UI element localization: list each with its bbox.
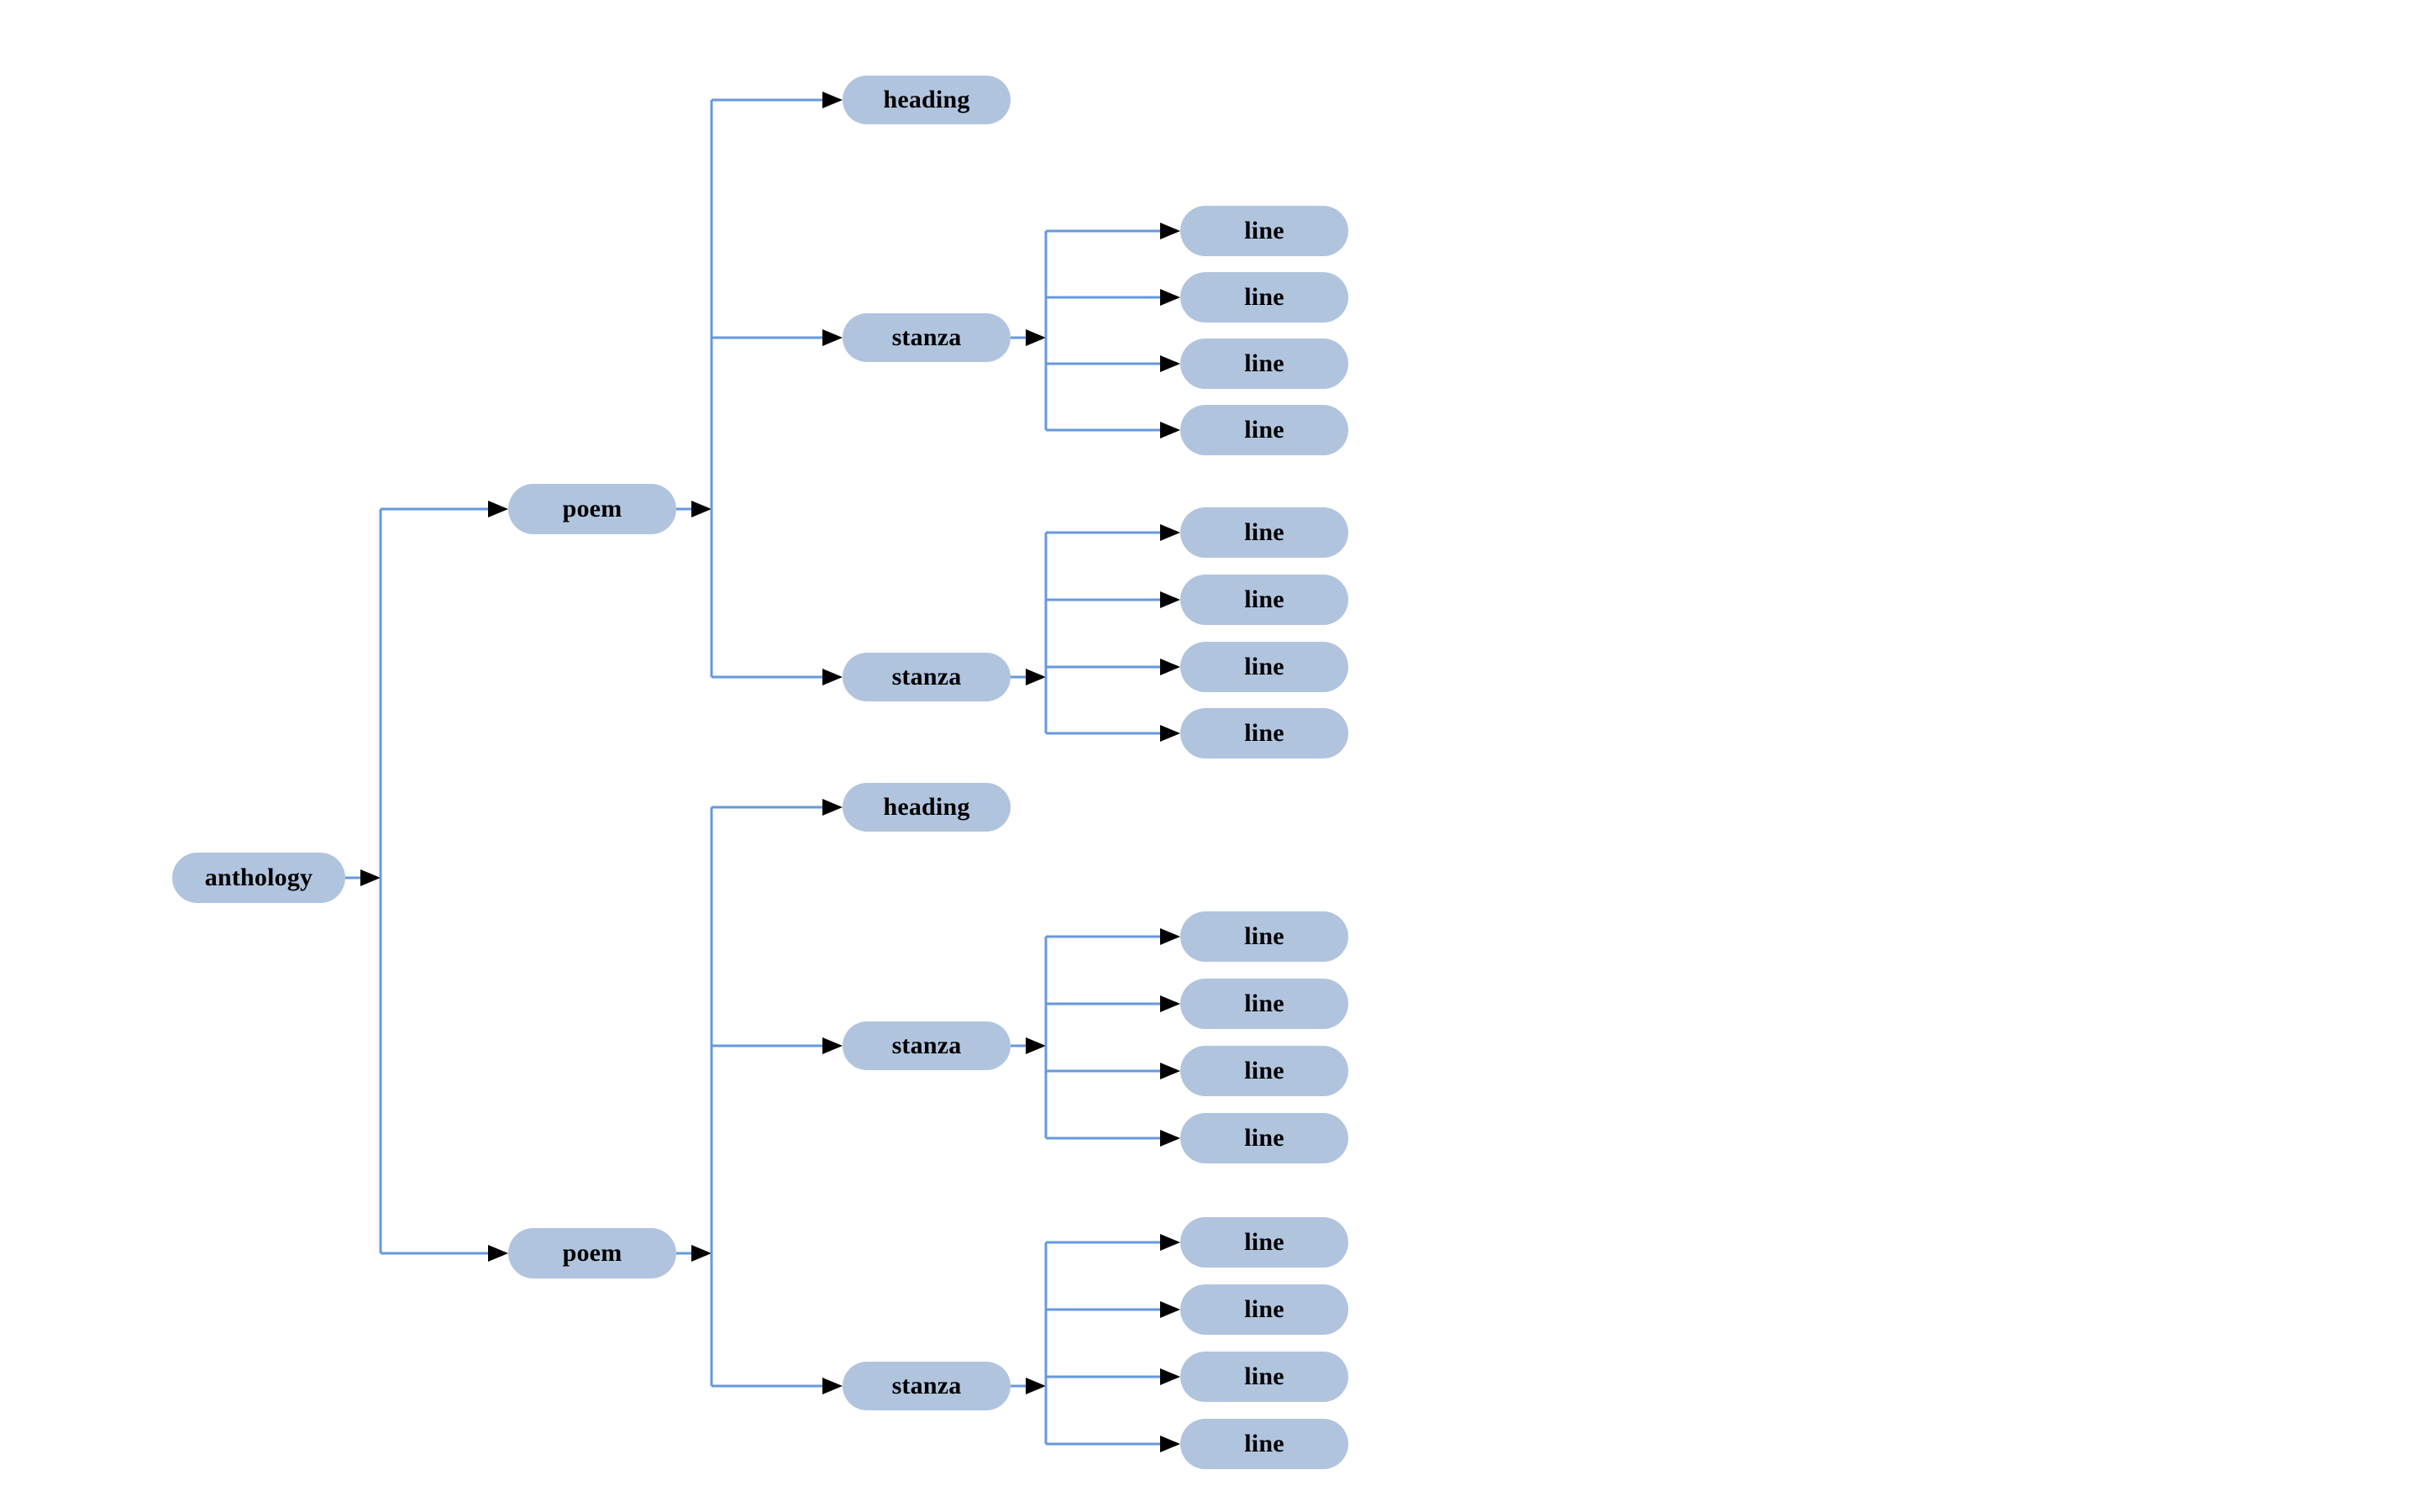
- node-stanza1[interactable]: stanza: [843, 313, 1011, 362]
- node-label: line: [1244, 1362, 1284, 1390]
- node-line16[interactable]: line: [1180, 1419, 1348, 1469]
- node-stanza2[interactable]: stanza: [843, 653, 1011, 701]
- node-line8[interactable]: line: [1180, 708, 1348, 759]
- node-heading2[interactable]: heading: [843, 783, 1011, 832]
- node-label: line: [1244, 922, 1284, 950]
- node-label: line: [1244, 217, 1284, 244]
- node-label: stanza: [891, 663, 962, 690]
- node-poem2[interactable]: poem: [508, 1228, 676, 1278]
- node-label: stanza: [891, 1372, 962, 1399]
- node-line4[interactable]: line: [1180, 405, 1348, 455]
- node-label: line: [1244, 719, 1284, 747]
- node-line2[interactable]: line: [1180, 272, 1348, 323]
- node-label: poem: [562, 1239, 622, 1267]
- node-line11[interactable]: line: [1180, 1046, 1348, 1096]
- node-label: heading: [883, 793, 970, 821]
- node-line9[interactable]: line: [1180, 911, 1348, 962]
- node-line3[interactable]: line: [1180, 339, 1348, 389]
- node-line5[interactable]: line: [1180, 507, 1348, 558]
- node-poem1[interactable]: poem: [508, 484, 676, 534]
- node-label: line: [1244, 283, 1284, 311]
- node-label: anthology: [204, 864, 313, 891]
- node-label: line: [1244, 1295, 1284, 1323]
- node-label: line: [1244, 990, 1284, 1017]
- node-label: line: [1244, 349, 1284, 377]
- node-label: line: [1244, 653, 1284, 680]
- node-label: stanza: [891, 1032, 962, 1059]
- node-line13[interactable]: line: [1180, 1217, 1348, 1268]
- node-label: line: [1244, 1228, 1284, 1256]
- node-label: line: [1244, 518, 1284, 546]
- node-line15[interactable]: line: [1180, 1352, 1348, 1402]
- node-label: heading: [883, 86, 970, 113]
- node-label: line: [1244, 1430, 1284, 1457]
- node-label: line: [1244, 1057, 1284, 1084]
- node-label: line: [1244, 1124, 1284, 1152]
- node-heading1[interactable]: heading: [843, 76, 1011, 124]
- node-stanza4[interactable]: stanza: [843, 1362, 1011, 1410]
- node-label: line: [1244, 585, 1284, 613]
- node-label: line: [1244, 416, 1284, 444]
- node-line6[interactable]: line: [1180, 575, 1348, 625]
- node-anthology[interactable]: anthology: [172, 853, 345, 903]
- node-line10[interactable]: line: [1180, 979, 1348, 1029]
- node-label: poem: [562, 495, 622, 522]
- node-line14[interactable]: line: [1180, 1284, 1348, 1335]
- node-line7[interactable]: line: [1180, 642, 1348, 692]
- node-line1[interactable]: line: [1180, 206, 1348, 256]
- node-label: stanza: [891, 323, 962, 351]
- node-stanza3[interactable]: stanza: [843, 1021, 1011, 1070]
- node-line12[interactable]: line: [1180, 1113, 1348, 1163]
